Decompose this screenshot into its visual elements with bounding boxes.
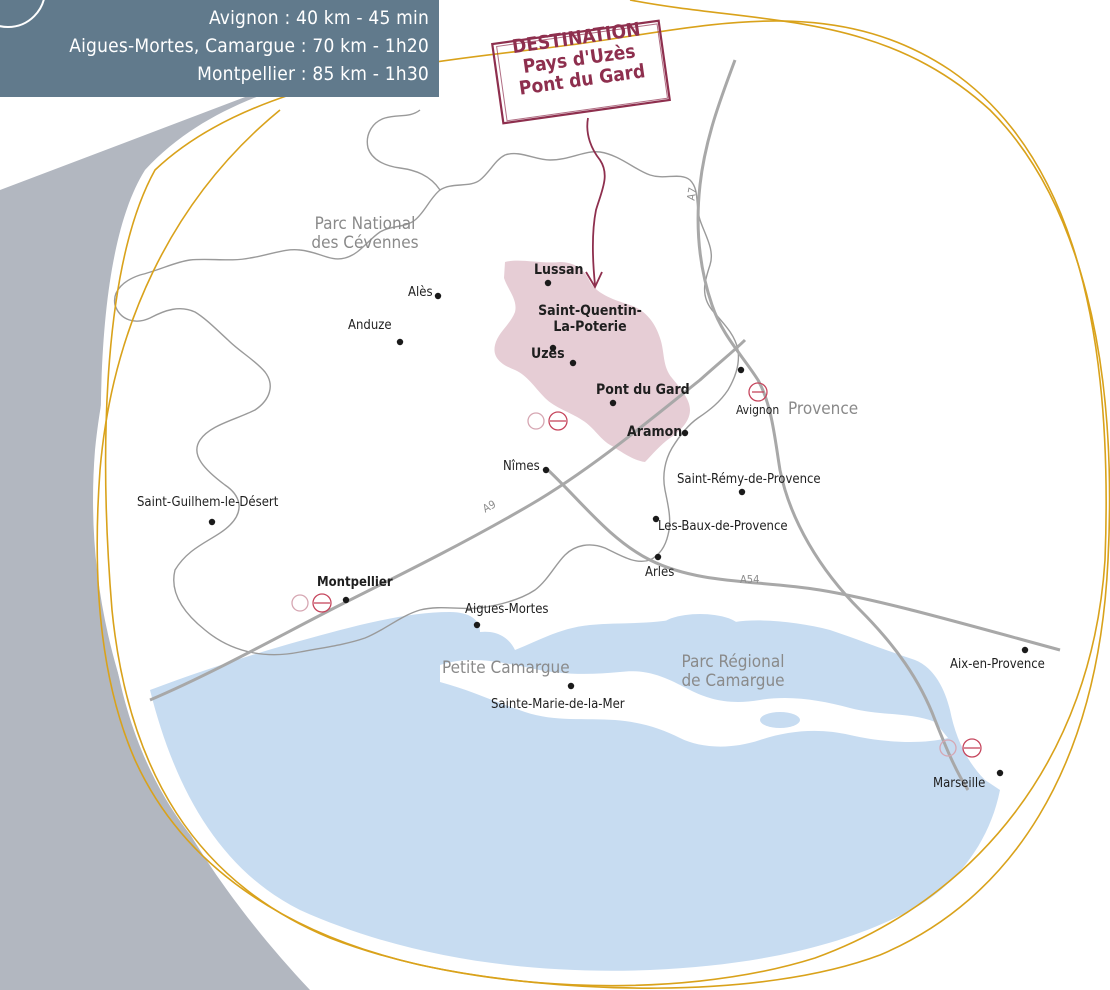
- pointer-arrowhead: [585, 271, 603, 289]
- airport-icon: [527, 411, 568, 431]
- lagoon: [576, 624, 644, 656]
- region-cevennes-line-2: des Cévennes: [311, 233, 419, 253]
- region-cevennes-line-1: Parc National: [314, 214, 416, 234]
- road-label-a7: A7: [684, 186, 700, 202]
- town-les-baux: Les-Baux-de-Provence: [658, 519, 788, 534]
- lagoon: [760, 712, 800, 728]
- northern-boundary: [366, 109, 441, 191]
- town-saint-remy: Saint-Rémy-de-Provence: [677, 472, 821, 487]
- town-montpellier: Montpellier: [317, 575, 393, 590]
- region-camargue: Parc Régional de Camargue: [668, 653, 798, 691]
- pointer-arrow: [586, 117, 606, 286]
- gold-frame-outer: [96, 0, 1110, 989]
- road-a9: [149, 338, 747, 702]
- town-arles: Arles: [645, 565, 675, 580]
- department-boundary: [113, 151, 740, 656]
- lagoon: [813, 643, 857, 667]
- town-uzes: Uzès: [531, 346, 565, 362]
- airport-icon: [291, 593, 332, 613]
- town-sainte-marie: Sainte-Marie-de-la-Mer: [491, 697, 625, 712]
- town-pont-du-gard: Pont du Gard: [596, 382, 690, 398]
- airport-icon: [748, 382, 768, 402]
- town-nimes: Nîmes: [503, 459, 540, 474]
- road-label-a54: A54: [740, 573, 760, 586]
- town-dots: [208, 279, 1029, 777]
- road-a54: [546, 468, 1061, 652]
- territory-pays-uzes: [494, 260, 690, 462]
- lagoon: [660, 614, 740, 642]
- gold-frame: [104, 20, 1107, 987]
- town-saint-quentin: Saint-Quentin- La-Poterie: [530, 303, 650, 335]
- town-marseille: Marseille: [933, 776, 986, 791]
- coastal-land: [440, 659, 948, 747]
- region-provence: Provence: [788, 399, 859, 419]
- town-anduze: Anduze: [348, 318, 392, 333]
- travel-info-box: Avignon : 40 km - 45 min Aigues-Mortes, …: [0, 0, 439, 97]
- town-aix: Aix-en-Provence: [950, 657, 1045, 672]
- town-saint-guilhem: Saint-Guilhem-le-Désert: [137, 495, 279, 510]
- info-line-avignon: Avignon : 40 km - 45 min: [209, 7, 429, 29]
- town-saint-quentin-line-1: Saint-Quentin-: [538, 303, 642, 319]
- town-aramon: Aramon: [627, 424, 683, 440]
- info-line-aigues-mortes: Aigues-Mortes, Camargue : 70 km - 1h20: [69, 35, 429, 57]
- info-line-montpellier: Montpellier : 85 km - 1h30: [197, 63, 429, 85]
- side-panel: [0, 80, 310, 990]
- town-lussan: Lussan: [534, 262, 584, 278]
- town-ales: Alès: [408, 285, 433, 300]
- town-saint-quentin-line-2: La-Poterie: [553, 319, 627, 335]
- sea-area: [150, 612, 1000, 971]
- town-avignon: Avignon: [736, 403, 780, 417]
- region-camargue-line-2: de Camargue: [681, 671, 785, 691]
- road-a7: [696, 59, 970, 791]
- airport-icon: [939, 738, 982, 758]
- town-aigues-mortes: Aigues-Mortes: [465, 602, 549, 617]
- region-petite-camargue: Petite Camargue: [442, 658, 570, 678]
- region-cevennes: Parc National des Cévennes: [300, 215, 430, 253]
- region-camargue-line-1: Parc Régional: [681, 652, 785, 672]
- destination-stamp-frame: [491, 19, 671, 125]
